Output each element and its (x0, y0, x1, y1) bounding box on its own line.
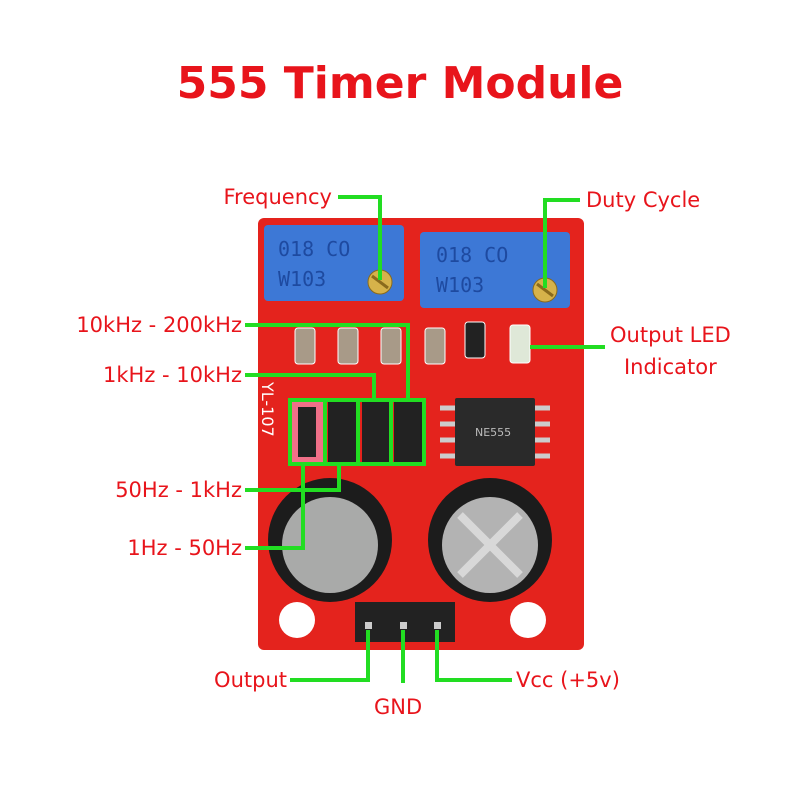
model-marking: YL-107 (258, 381, 277, 437)
frequency-potentiometer: 018 CO W103 (264, 225, 404, 301)
duty-cycle-potentiometer: 018 CO W103 (420, 232, 570, 308)
label-range-1-50: 1Hz - 50Hz (127, 536, 242, 560)
label-output-led: Output LED Indicator (610, 322, 731, 380)
ne555-chip: NE555 (440, 398, 550, 466)
pot-code-2: W103 (278, 267, 326, 291)
output-callout (290, 630, 370, 682)
callout-lines (245, 195, 605, 683)
duty-cycle-callout (543, 198, 580, 288)
label-vcc: Vcc (+5v) (516, 668, 620, 692)
vcc-callout (435, 630, 512, 682)
mounting-hole (279, 602, 315, 638)
frequency-jumper-header (292, 402, 422, 462)
pot-code-2: W103 (436, 273, 484, 297)
mounting-hole (510, 602, 546, 638)
pot-code-1: 018 CO (278, 237, 350, 261)
frequency-callout (338, 195, 382, 280)
label-output: Output (214, 668, 287, 692)
label-gnd: GND (374, 695, 423, 719)
label-output-led-line2: Indicator (623, 355, 717, 379)
label-duty-cycle: Duty Cycle (586, 188, 701, 212)
range-1-50-callout (245, 462, 305, 550)
page-title: 555 Timer Module (176, 58, 624, 109)
label-range-50-1k: 50Hz - 1kHz (115, 478, 242, 502)
chip-marking: NE555 (475, 426, 511, 439)
range-10k-200k-callout (245, 323, 410, 402)
label-frequency: Frequency (223, 185, 333, 209)
label-range-10k-200k: 10kHz - 200kHz (76, 313, 242, 337)
pot-code-1: 018 CO (436, 243, 508, 267)
range-50-1k-callout (245, 462, 341, 492)
label-range-1k-10k: 1kHz - 10kHz (103, 363, 242, 387)
label-output-led-line1: Output LED (610, 323, 731, 347)
smd-components (294, 321, 531, 365)
range-1k-10k-callout (245, 373, 376, 402)
